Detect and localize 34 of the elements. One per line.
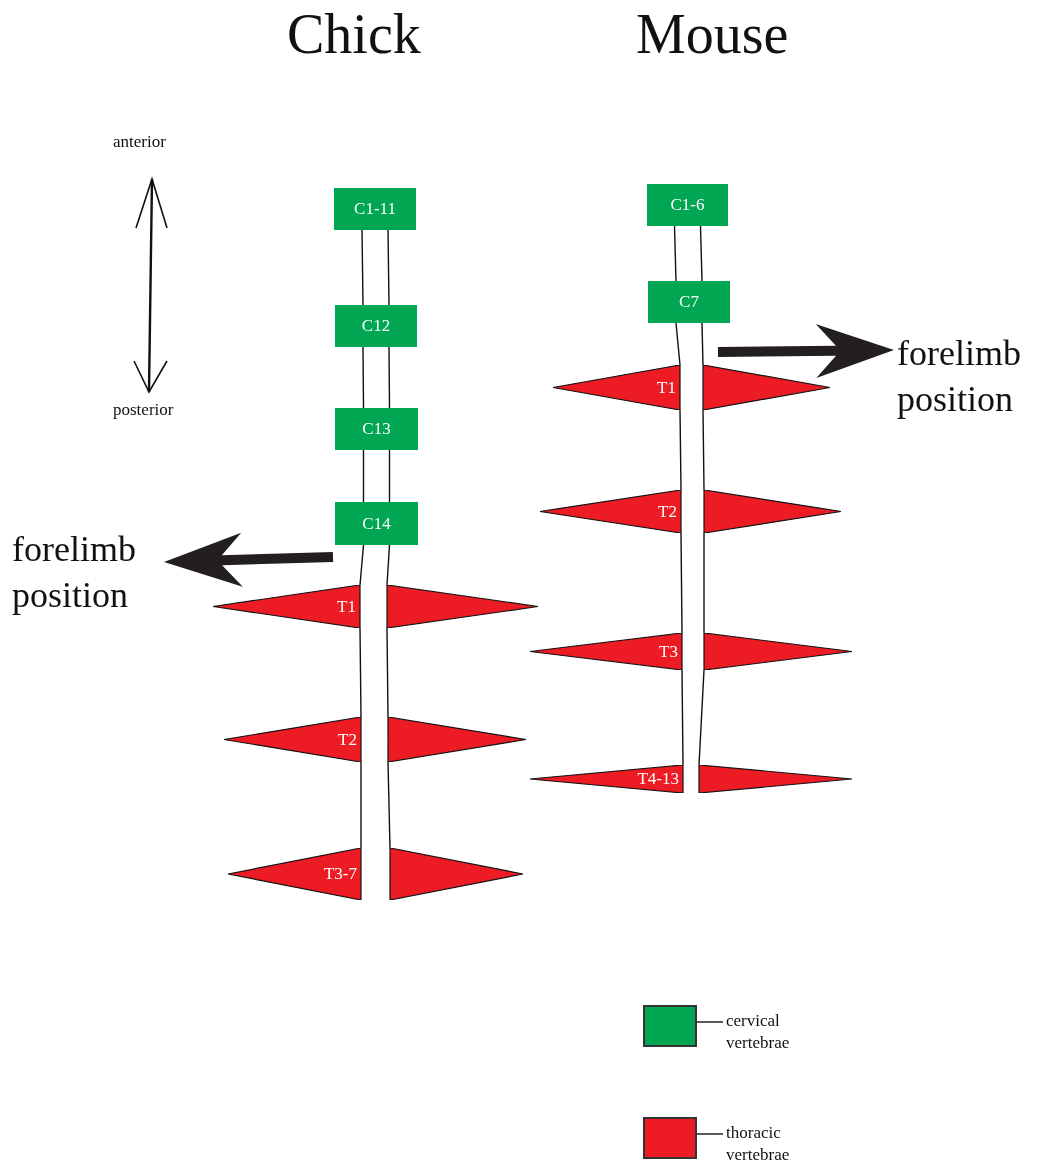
spine-line — [359, 544, 391, 586]
vertebra-label: T2 — [338, 730, 357, 749]
spine-line — [361, 229, 390, 306]
spine-line — [679, 409, 705, 491]
column-title: Chick — [287, 2, 421, 67]
spine-line — [359, 627, 389, 718]
vertebra-label: T3 — [659, 642, 678, 661]
legend-label: cervical vertebrae — [726, 1010, 791, 1054]
spine-line — [360, 761, 391, 849]
vertebra-label: T1 — [657, 378, 676, 397]
vertebra-label: T1 — [337, 597, 356, 616]
vertebra-label: T2 — [658, 502, 677, 521]
spine-line — [681, 669, 705, 766]
cervical-vertebra-box: C12 — [335, 305, 417, 347]
direction-label: anterior — [113, 132, 166, 152]
vertebra-label: T3-7 — [323, 865, 357, 883]
legend-label: thoracic vertebrae — [726, 1122, 791, 1166]
arrow — [717, 323, 894, 378]
spine-line — [362, 346, 391, 409]
spine-line — [673, 225, 703, 282]
annotation-text: forelimb position — [897, 330, 1044, 422]
spine-line — [680, 532, 705, 634]
cervical-vertebra-box: C7 — [648, 281, 730, 323]
annotation-text: forelimb position — [12, 526, 162, 618]
cervical-vertebra-box: C1-11 — [334, 188, 416, 230]
column-title: Mouse — [636, 2, 789, 67]
cervical-vertebra-box: C1-6 — [647, 184, 728, 226]
spine-line — [362, 449, 391, 503]
arrow — [164, 532, 334, 587]
vertebra-label: T4-13 — [637, 770, 679, 788]
cervical-vertebra-box: C14 — [335, 502, 418, 545]
direction-label: posterior — [113, 400, 174, 420]
cervical-vertebra-box: C13 — [335, 408, 418, 450]
spine-line — [675, 322, 704, 366]
